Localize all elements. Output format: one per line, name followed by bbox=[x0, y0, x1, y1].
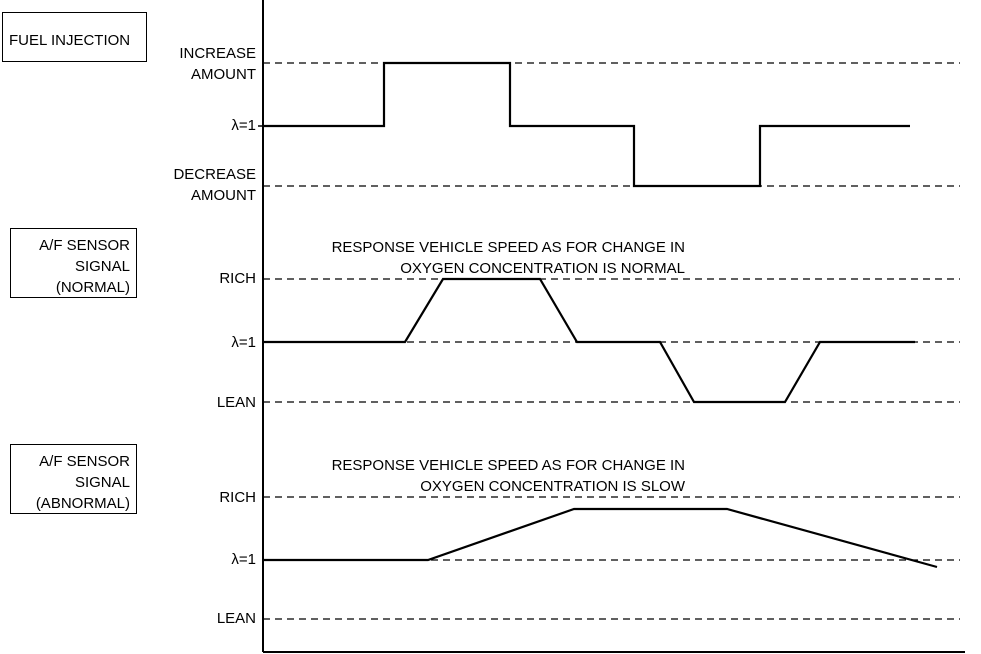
fuel-injection-box: FUEL INJECTION bbox=[2, 12, 147, 62]
abnormal-lambda-label: λ=1 bbox=[231, 551, 256, 568]
fuel-injection-box-line-1: FUEL INJECTION bbox=[9, 32, 131, 49]
fuel-lambda-label: λ=1 bbox=[231, 117, 256, 134]
abnormal-response-note: RESPONSE VEHICLE SPEED AS FOR CHANGE IN … bbox=[331, 457, 685, 495]
normal-lambda-label: λ=1 bbox=[231, 334, 256, 351]
abnormal-rich-label: RICH bbox=[219, 489, 256, 506]
abnormal-lean-label: LEAN bbox=[216, 610, 256, 627]
increase-amount-label: INCREASE AMOUNT bbox=[179, 45, 256, 83]
abnormal-sensor-box: A/F SENSOR SIGNAL (ABNORMAL) bbox=[10, 444, 137, 514]
fuel-injection-waveform bbox=[263, 61, 910, 188]
normal-sensor-box: A/F SENSOR SIGNAL (NORMAL) bbox=[10, 228, 137, 298]
normal-response-note: RESPONSE VEHICLE SPEED AS FOR CHANGE IN … bbox=[331, 239, 685, 277]
normal-rich-label: RICH bbox=[219, 270, 256, 287]
abnormal-sensor-waveform bbox=[263, 507, 938, 569]
normal-lean-label: LEAN bbox=[216, 394, 256, 411]
normal-sensor-waveform bbox=[263, 277, 915, 404]
decrease-amount-label: DECREASE AMOUNT bbox=[173, 166, 256, 204]
